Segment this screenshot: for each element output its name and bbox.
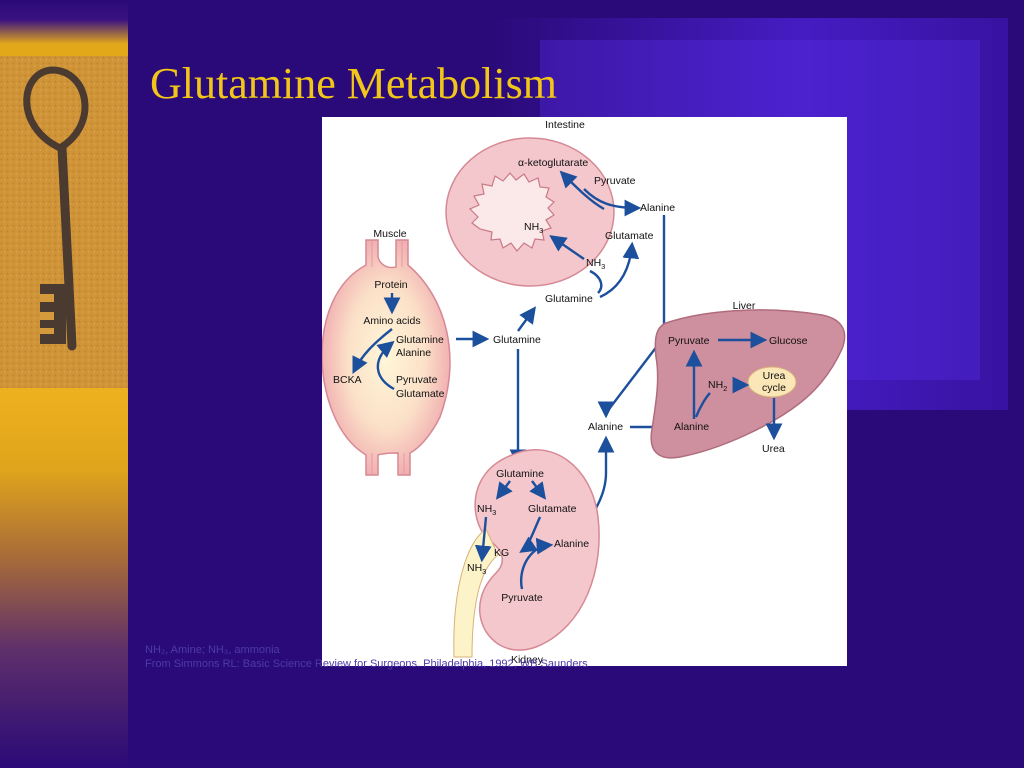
- circulation-glutamine: Glutamine: [493, 334, 541, 346]
- arrow-nh3-to-urine: [474, 516, 492, 563]
- kidney-nh3-urine: NH3: [467, 562, 486, 576]
- circulation-arrows: [509, 215, 672, 528]
- muscle-bcka: BCKA: [333, 374, 362, 386]
- intestine-lumen: [468, 172, 555, 252]
- glutamine-metabolism-diagram: Intestine α-ketoglutarate Pyruvate Alani…: [322, 117, 847, 666]
- liver-urea-cycle-line2: cycle: [762, 382, 786, 394]
- muscle-glutamine: Glutamine: [396, 334, 444, 346]
- intestine-pyruvate: Pyruvate: [594, 175, 636, 187]
- circulation-alanine: Alanine: [588, 421, 623, 433]
- intestine-nh3: NH3: [586, 257, 605, 271]
- liver-alanine: Alanine: [674, 421, 709, 433]
- liver-urea: Urea: [762, 443, 785, 455]
- intestine-glutamine: Glutamine: [545, 293, 593, 305]
- kidney-pyruvate: Pyruvate: [501, 592, 543, 604]
- kidney-glutamine: Glutamine: [496, 468, 544, 480]
- arrow-nh3-to-center: [549, 235, 585, 260]
- intestine-akg: α-ketoglutarate: [518, 157, 588, 169]
- muscle-label: Muscle: [373, 228, 406, 240]
- arrow-pyruvate-to-alanine: [519, 537, 554, 590]
- arrow-glutamate-to-glutamine: [376, 340, 395, 391]
- liver-pyruvate: Pyruvate: [668, 335, 710, 347]
- arrow-amino-acids-to-bcka: [352, 328, 393, 375]
- figure-caption: NH₂, Amine; NH₃, ammonia From Simmons RL…: [145, 643, 588, 671]
- kidney-organ: [453, 449, 600, 658]
- intestine-label: Intestine: [545, 119, 585, 131]
- liver-organ: [650, 309, 846, 459]
- arrow-glutamate-to-kg: [519, 516, 542, 553]
- intestine-alanine: Alanine: [640, 202, 675, 214]
- muscle-alanine: Alanine: [396, 347, 431, 359]
- muscle-protein: Protein: [374, 279, 407, 291]
- muscle-glutamate: Glutamate: [396, 388, 445, 400]
- intestine-arrows: [549, 170, 642, 299]
- caption-source: From Simmons RL: Basic Science Review fo…: [145, 658, 588, 670]
- kidney-nh3: NH3: [477, 503, 496, 517]
- arrow-to-akg: [559, 170, 605, 211]
- arrow-glutamine-to-intestine: [517, 306, 536, 332]
- muscle-pyruvate: Pyruvate: [396, 374, 438, 386]
- kidney-kg: KG: [494, 547, 509, 559]
- arrow-glutamine-to-nh3: [495, 480, 513, 500]
- key-photo: [0, 56, 128, 388]
- kidney-arrows: [474, 480, 554, 590]
- arrow-alanine-to-nh2: [694, 392, 711, 418]
- arrow-pyruvate-to-alanine: [583, 188, 642, 217]
- kidney-glutamate: Glutamate: [528, 503, 577, 515]
- slide-title: Glutamine Metabolism: [150, 59, 557, 108]
- liver-arrows: [685, 331, 783, 441]
- caption-abbreviations: NH₂, Amine; NH₃, ammonia: [145, 644, 280, 656]
- liver-nh2: NH2: [708, 379, 727, 393]
- kidney-label: Kidney: [511, 654, 544, 666]
- liver-glucose: Glucose: [769, 335, 808, 347]
- liver-urea-cycle-line1: Urea: [763, 370, 786, 382]
- kidney-alanine: Alanine: [554, 538, 589, 550]
- intestine-nh3-center: NH3: [524, 221, 543, 235]
- arrow-intestine-alanine-to-circulation: [597, 215, 666, 419]
- muscle-amino-acids: Amino acids: [363, 315, 420, 327]
- arrow-glutamine-to-glutamate: [599, 241, 640, 299]
- arrow-glutamine-to-nh3: [589, 269, 603, 294]
- liver-label: Liver: [733, 300, 756, 312]
- muscle-arrows: [352, 293, 490, 391]
- arrow-glutamine-to-glutamate: [529, 480, 547, 500]
- intestine-glutamate: Glutamate: [605, 230, 654, 242]
